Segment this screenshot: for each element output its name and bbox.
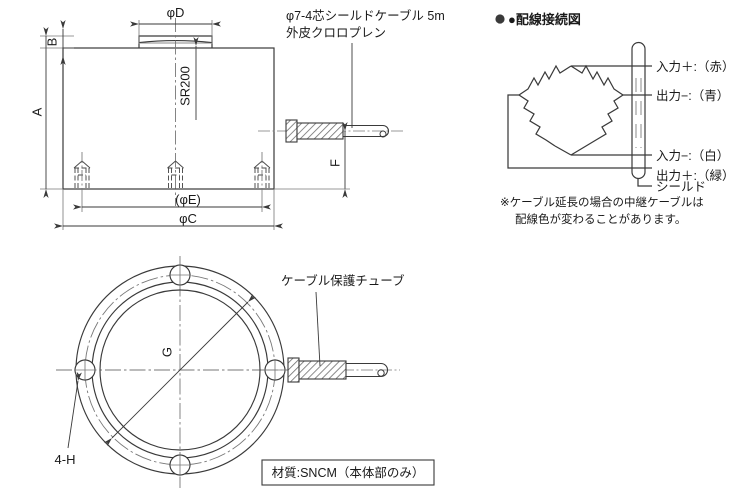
dim-phiC: φC <box>54 189 283 230</box>
resistor-top-left <box>518 64 572 96</box>
dim-SR200: SR200 <box>177 37 199 120</box>
cable-note-line-2: 外皮クロロプレン <box>286 26 386 40</box>
front-view: φD B A SR200 (φE) <box>29 5 445 230</box>
cable-note-line-1: φ7-4芯シールドケーブル 5m <box>286 8 445 23</box>
tapped-hole-middle <box>167 160 184 189</box>
plan-cable-end <box>377 369 385 377</box>
dim-A: A <box>29 27 63 198</box>
lead-label-input-plus: 入力＋:（赤） <box>656 60 734 74</box>
wiring-footnote-line-1: ※ケーブル延長の場合の中継ケーブルは <box>500 195 704 209</box>
dim-G: G <box>103 293 257 447</box>
dim-label-phiC: φC <box>179 211 197 226</box>
dim-label-F: F <box>327 159 342 167</box>
dim-label-phiE: (φE) <box>175 192 201 207</box>
bottom-view: G 4-H ケーブル保護チューブ 材質:SNCM（本体部のみ） <box>55 256 435 488</box>
dim-phiD: φD <box>130 5 221 44</box>
material-box: 材質:SNCM（本体部のみ） <box>261 459 435 486</box>
bridge-bottom-link <box>554 145 572 156</box>
resistor-bottom-left <box>518 94 556 147</box>
tapped-holes-group <box>73 152 271 189</box>
plan-gland-nut <box>287 357 300 383</box>
tapped-hole-right <box>253 152 271 189</box>
dim-label-A: A <box>29 107 44 116</box>
bullet-icon <box>495 14 505 24</box>
lead-output-plus <box>507 94 652 169</box>
cable-sheath-dash <box>635 78 642 148</box>
wiring-diagram: ●配線接続図 <box>495 12 734 226</box>
lead-shield <box>637 179 652 187</box>
dim-label-G: G <box>159 347 174 357</box>
lead-label-output-minus: 出力−:（青） <box>656 89 729 103</box>
hole-callout-leader <box>67 371 82 449</box>
lead-label-output-plus: 出力＋:（緑） <box>656 168 734 183</box>
hole-callout: 4-H <box>55 371 82 467</box>
cable-gland-plan <box>266 357 400 383</box>
dim-label-phiD: φD <box>167 5 185 20</box>
dim-label-SR200: SR200 <box>177 66 192 106</box>
plan-gland-body <box>298 360 347 380</box>
bridge-circuit <box>518 64 624 156</box>
body-inner-circle <box>99 289 261 451</box>
wiring-footnote-line-2: 配線色が変わることがあります。 <box>515 212 686 226</box>
bridge-leads <box>507 65 652 187</box>
lead-labels: 入力＋:（赤） 出力−:（青） 入力−:（白） 出力＋:（緑） シールド <box>656 60 734 194</box>
gland-body <box>296 122 344 140</box>
cable-jacket <box>343 124 389 138</box>
wiring-diagram-heading: ●配線接続図 <box>508 12 581 27</box>
cable-sheath <box>631 41 646 180</box>
cable-sheath-cap <box>631 41 646 50</box>
cable-sheath-outline <box>631 53 646 180</box>
tapped-hole-left <box>73 152 91 189</box>
lead-label-shield: シールド <box>656 180 706 194</box>
resistor-top-right <box>570 64 624 96</box>
gland-nut <box>285 119 298 143</box>
tube-note: ケーブル保護チューブ <box>281 273 405 367</box>
resistor-bottom-right <box>570 94 624 156</box>
hole-callout-label: 4-H <box>55 452 76 467</box>
cable-gland-front <box>258 119 404 143</box>
cable-end-circle <box>379 130 387 138</box>
material-box-label: 材質:SNCM（本体部のみ） <box>272 465 425 480</box>
material-box-frame <box>261 459 435 486</box>
dim-phiE: (φE) <box>73 189 271 212</box>
tube-note-leader <box>315 291 321 367</box>
wiring-footnote: ※ケーブル延長の場合の中継ケーブルは 配線色が変わることがあります。 <box>500 195 704 226</box>
lead-label-input-minus: 入力−:（白） <box>656 148 729 163</box>
cable-note: φ7-4芯シールドケーブル 5m 外皮クロロプレン <box>286 8 445 128</box>
tube-note-label: ケーブル保護チューブ <box>281 273 405 288</box>
dim-label-B: B <box>44 38 59 47</box>
dim-F: F <box>274 122 350 198</box>
